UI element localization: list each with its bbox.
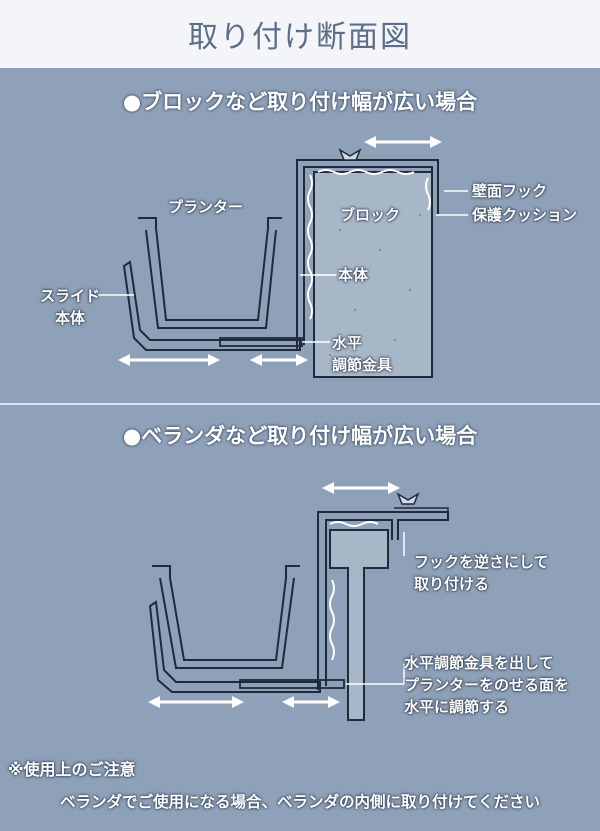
level-adjuster-shape-2 <box>239 679 345 689</box>
label-wall-hook: 壁面フック <box>472 182 548 200</box>
label-block: ブロック <box>340 206 401 224</box>
section1-diagram <box>98 136 468 378</box>
label-level-adjuster: 水平 調節金具 <box>332 334 393 374</box>
bracket-body <box>296 159 439 350</box>
notes-heading: ※使用上のご注意 <box>8 760 136 779</box>
label-adjust-level: 水平調節金具を出して プランターをのせる面を 水平に調節する <box>404 654 570 716</box>
slide-body-shape-2 <box>148 600 321 693</box>
slide-body-shape <box>122 260 301 351</box>
label-cushion: 保護クッション <box>472 206 578 224</box>
page-title: 取り付け断面図 <box>188 20 412 55</box>
wing-nut-2 <box>396 492 420 505</box>
title-bar: 取り付け断面図 <box>0 0 600 68</box>
cushion-wave-2 <box>329 521 379 527</box>
planter-shape <box>138 217 282 321</box>
section2-heading: ●ベランダなど取り付け幅が広い場合 <box>122 424 478 448</box>
section1-heading: ●ブロックなど取り付け幅が広い場合 <box>122 90 478 114</box>
railing-shape <box>329 529 389 721</box>
label-reverse-hook: フックを逆さにして 取り付ける <box>414 553 549 593</box>
planter-shape-2 <box>152 565 300 661</box>
label-body: 本体 <box>338 266 369 284</box>
label-slide-body: スライド 本体 <box>40 287 101 327</box>
section-divider <box>0 403 600 405</box>
notes-body: ベランダでご使用になる場合、ベランダの内側に取り付けてください <box>59 793 541 811</box>
wing-nut <box>338 148 362 161</box>
label-planter: プランター <box>168 198 244 216</box>
section2-diagram <box>148 482 449 721</box>
cushion-wave <box>307 174 313 320</box>
